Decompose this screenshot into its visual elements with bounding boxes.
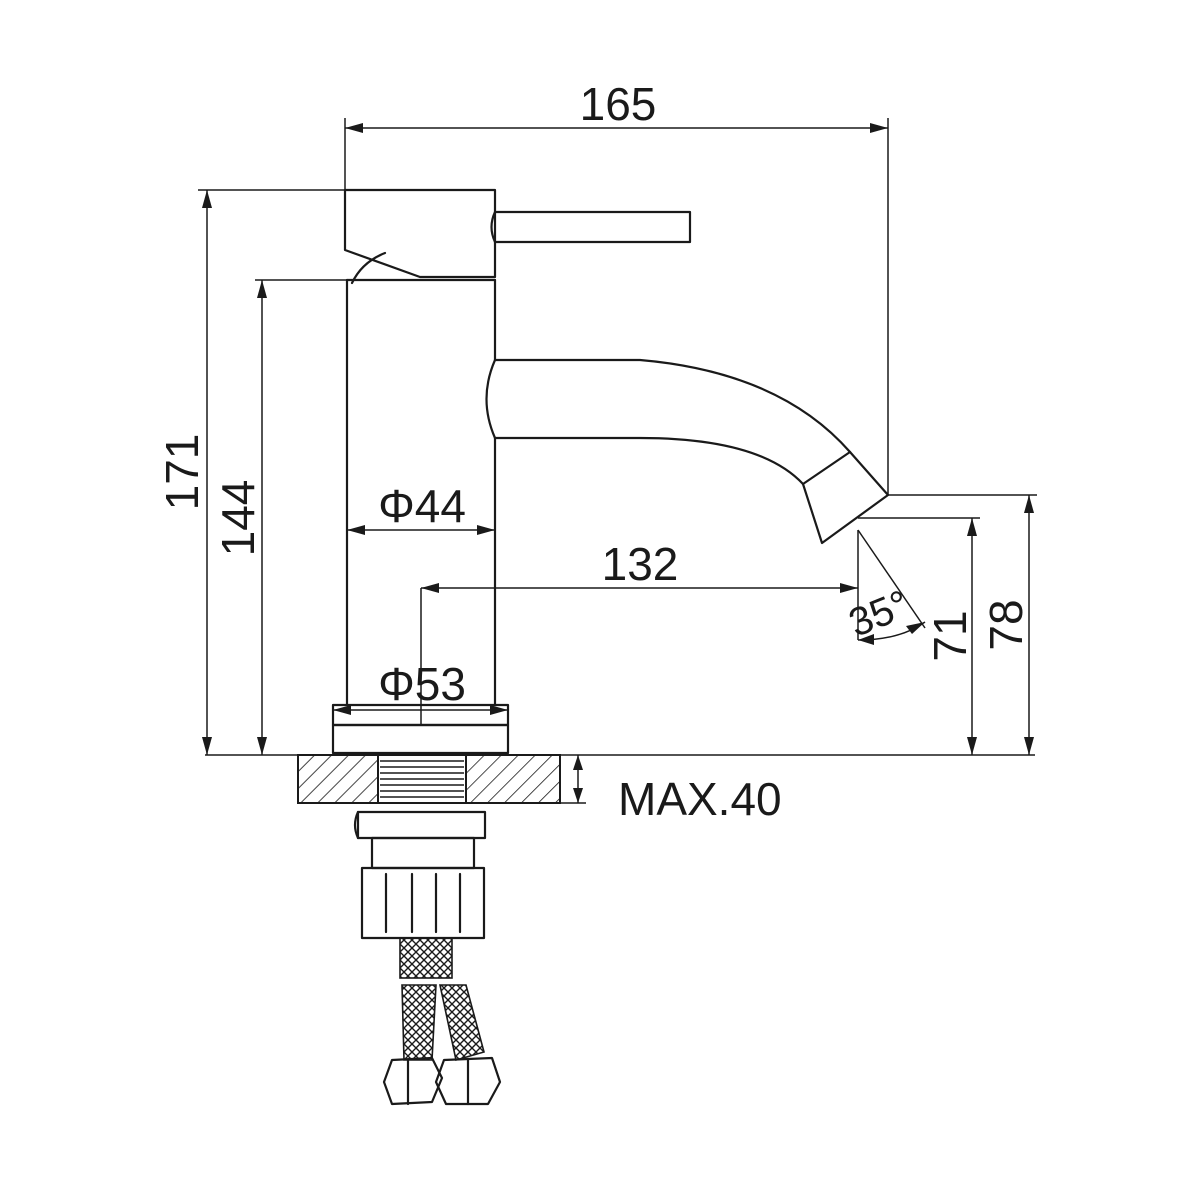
under-deck-fittings (353, 810, 502, 1106)
dimension-lines (198, 118, 1037, 804)
flex-hose-left (401, 984, 437, 1061)
spout (493, 358, 852, 486)
label-overall-height: 171 (156, 434, 208, 511)
label-overall-width: 165 (580, 78, 657, 130)
label-body-diameter: Φ44 (378, 480, 466, 532)
lock-nut (360, 866, 486, 940)
label-max-deck-thickness: MAX.40 (618, 773, 782, 825)
label-spout-height-outer: 78 (980, 599, 1032, 650)
flex-hose-upper (399, 937, 453, 979)
flex-hose-right (439, 984, 485, 1062)
label-base-diameter: Φ53 (378, 658, 466, 710)
faucet-body (331, 188, 890, 755)
label-spout-height-inner: 71 (924, 610, 976, 661)
aerator (801, 450, 890, 545)
label-spray-angle: 35° (843, 582, 916, 645)
handle-cap (343, 188, 497, 279)
shank-thread (380, 760, 464, 798)
label-body-height: 144 (212, 480, 264, 557)
lever-handle (493, 210, 692, 244)
label-reach: 132 (602, 538, 679, 590)
hose-nut-right (434, 1056, 502, 1106)
deck-section (297, 754, 561, 804)
hose-nut-left (382, 1056, 444, 1106)
